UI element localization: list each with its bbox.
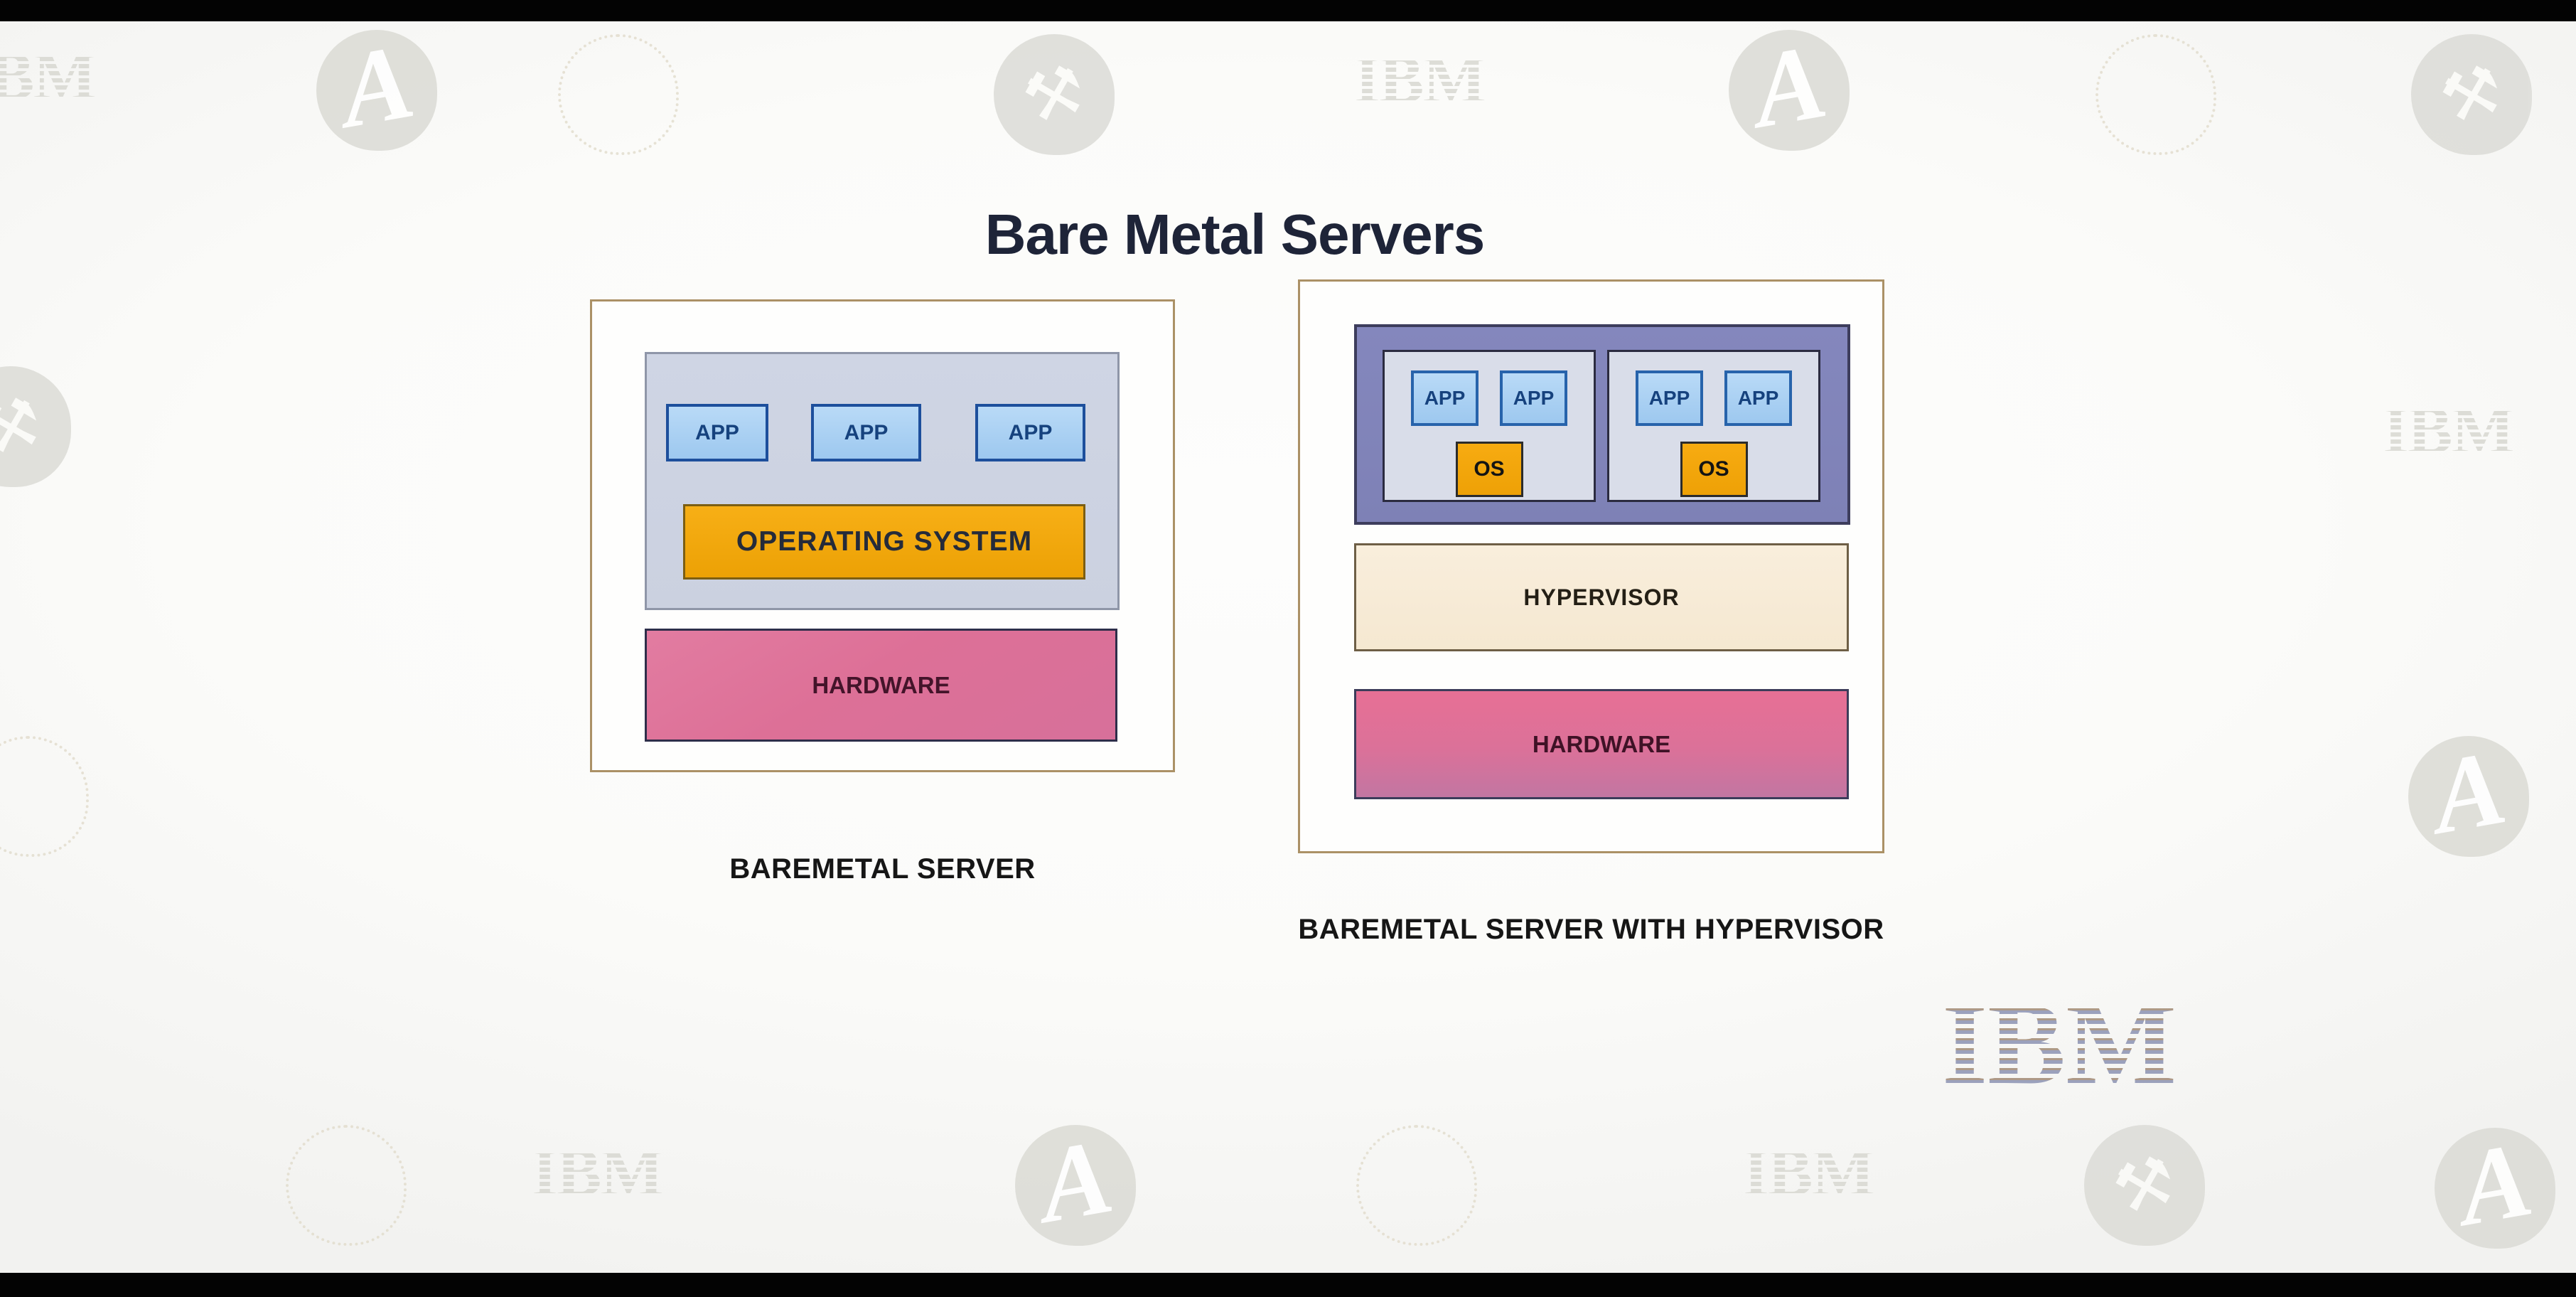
os-box: OS [1455, 442, 1523, 497]
app-box: APP [1411, 370, 1478, 426]
hammer-logo-watermark: ⚒ [0, 366, 71, 487]
hammer-logo-watermark: ⚒ [2084, 1125, 2205, 1246]
baremetal-hypervisor-diagram: APP APP OS APP APP OS HYPERVISOR HARDWAR… [1298, 279, 1884, 853]
page-title: Bare Metal Servers [984, 202, 1485, 266]
ibm-logo-text: IBM [1942, 978, 2177, 1109]
hammer-icon: ⚒ [2432, 50, 2511, 139]
speckled-circle-watermark [0, 736, 89, 857]
hammer-icon: ⚒ [0, 382, 50, 471]
hammer-logo-watermark: ⚒ [994, 34, 1115, 155]
hammer-icon: ⚒ [2105, 1141, 2184, 1229]
app-box: APP [811, 404, 921, 461]
ibm-watermark: IBM [2383, 393, 2515, 468]
vm-app-row: APP APP [1411, 370, 1567, 426]
speckled-circle-watermark [2095, 34, 2216, 155]
letter-a-glyph: A [1744, 21, 1835, 151]
app-box: APP [975, 404, 1085, 461]
os-box: OS [1680, 442, 1748, 497]
a-logo-watermark: A [2435, 1119, 2555, 1249]
hammer-logo-watermark: ⚒ [2411, 34, 2532, 155]
ibm-watermark: IBM [1354, 42, 1486, 117]
hypervisor-box: HYPERVISOR [1354, 543, 1849, 651]
baremetal-server-caption: BAREMETAL SERVER [729, 853, 1036, 885]
app-box: APP [1636, 370, 1703, 426]
letter-a-glyph: A [331, 21, 422, 151]
hardware-box: HARDWARE [645, 629, 1117, 742]
letter-a-glyph: A [2449, 1119, 2540, 1249]
hardware-box: HARDWARE [1354, 689, 1849, 799]
ibm-logo: IBM [1942, 978, 2177, 1109]
a-logo-watermark: A [1729, 21, 1850, 151]
os-layer-panel: APP APP APP OPERATING SYSTEM [645, 352, 1120, 610]
a-logo-watermark: A [2408, 727, 2529, 857]
a-logo-watermark: A [1015, 1116, 1136, 1246]
app-box: APP [1724, 370, 1792, 426]
letter-a-glyph: A [1030, 1116, 1121, 1246]
speckled-circle-watermark [1356, 1125, 1477, 1246]
vm-app-row: APP APP [1636, 370, 1792, 426]
hammer-icon: ⚒ [1015, 50, 1093, 139]
ibm-watermark: IBM [532, 1135, 664, 1210]
app-box: APP [1500, 370, 1567, 426]
letter-a-glyph: A [2423, 727, 2514, 857]
ibm-watermark: IBM [1743, 1135, 1875, 1210]
virtual-machine-box: APP APP OS [1607, 350, 1820, 502]
baremetal-server-diagram: APP APP APP OPERATING SYSTEM HARDWARE [590, 299, 1175, 772]
speckled-circle-watermark [286, 1125, 407, 1246]
operating-system-box: OPERATING SYSTEM [683, 504, 1085, 580]
baremetal-hypervisor-caption: BAREMETAL SERVER WITH HYPERVISOR [1298, 914, 1884, 945]
virtual-machine-box: APP APP OS [1383, 350, 1596, 502]
ibm-watermark: IBM [0, 43, 97, 110]
letterbox-top [0, 0, 2576, 21]
a-logo-watermark: A [316, 21, 437, 151]
vm-layer-panel: APP APP OS APP APP OS [1354, 324, 1850, 525]
app-box: APP [666, 404, 768, 461]
slide-canvas: IBM A ⚒ IBM A ⚒ ⚒ IBM A IBM A IBM ⚒ A Ba… [0, 21, 2576, 1273]
letterbox-bottom [0, 1273, 2576, 1297]
speckled-circle-watermark [558, 34, 679, 155]
